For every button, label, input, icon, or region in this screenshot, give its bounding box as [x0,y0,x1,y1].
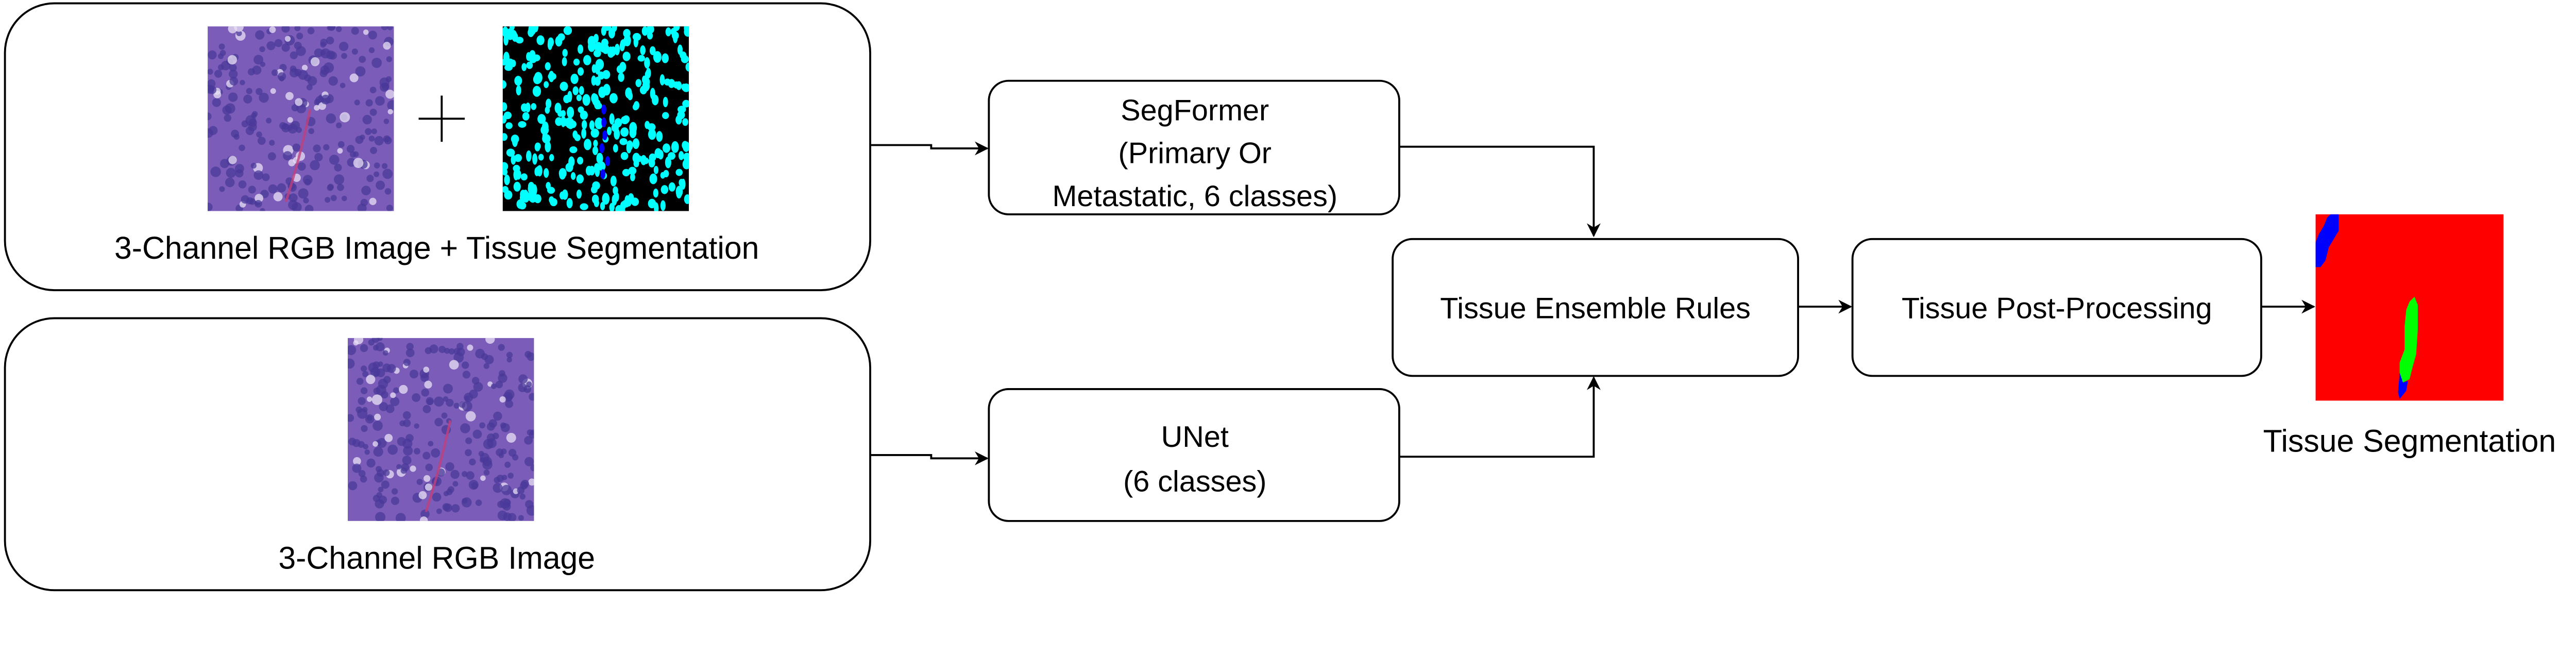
nuclei-segmentation-mask-image [502,26,689,211]
he-histology-image [208,26,394,211]
input-label-top: 3-Channel RGB Image + Tissue Segmentatio… [114,230,759,265]
arrow-unet-to-ensemble [1399,376,1601,458]
tissue-region-green [2399,296,2418,383]
segformer-subtitle-2: Metastatic, 6 classes) [1052,180,1337,213]
ensemble-rules-box: Tissue Ensemble Rules [1392,238,1800,377]
input-box-rgb-plus-segmentation: 3-Channel RGB Image + Tissue Segmentatio… [4,2,871,291]
unet-subtitle: (6 classes) [1123,465,1266,498]
post-processing-box: Tissue Post-Processing [1851,238,2262,377]
ensemble-label: Tissue Ensemble Rules [1440,292,1751,325]
arrow-input-to-segformer [870,141,989,156]
arrow-input-to-unet [870,451,989,465]
output-tissue-segmentation: Tissue Segmentation [2263,214,2556,459]
segformer-model-box: SegFormer (Primary Or Metastatic, 6 clas… [988,79,1400,215]
post-processing-label: Tissue Post-Processing [1902,292,2212,325]
tissue-region-blue [2398,372,2408,399]
output-label: Tissue Segmentation [2263,424,2556,459]
unet-title: UNet [1161,421,1229,454]
segformer-subtitle-1: (Primary Or [1118,137,1272,170]
input-label-bottom: 3-Channel RGB Image [278,541,595,576]
plus-icon [418,95,465,142]
pipeline-diagram: 3-Channel RGB Image + Tissue Segmentatio… [4,2,2556,592]
tissue-region-blue [2315,214,2339,267]
unet-model-box: UNet (6 classes) [988,388,1400,522]
he-histology-image [347,338,534,521]
segformer-title: SegFormer [1121,94,1269,127]
arrow-segformer-to-ensemble [1399,145,1601,238]
input-box-rgb: 3-Channel RGB Image [4,317,871,592]
